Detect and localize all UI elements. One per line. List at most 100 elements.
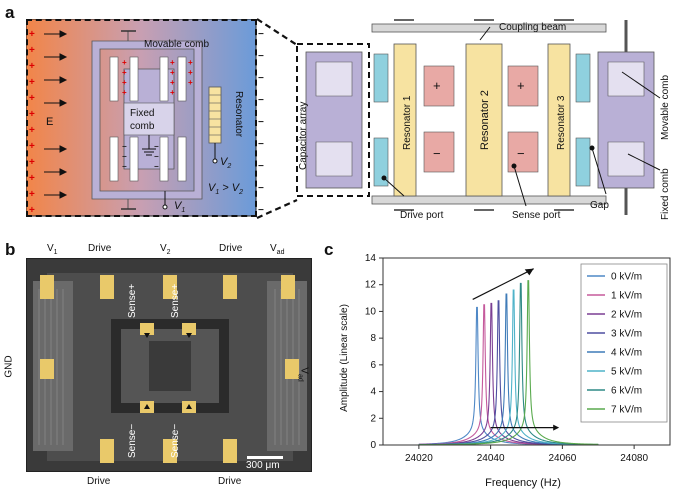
sense-port-minus-left <box>423 131 455 173</box>
sem-label-gnd: GND <box>3 355 15 378</box>
svg-text:+: + <box>29 93 35 104</box>
resonator-2-label: Resonator 2 <box>479 90 491 150</box>
svg-text:−: − <box>258 205 264 216</box>
sem-label-drive-tl: Drive <box>88 243 112 254</box>
y-tick-label: 4 <box>370 387 376 398</box>
fixed-comb-label-right: Fixed comb <box>660 168 671 220</box>
svg-text:−: − <box>433 146 441 161</box>
svg-text:−: − <box>258 51 264 62</box>
negative-charges: −−−− −−−−− <box>258 29 264 216</box>
legend-entry: 7 kV/m <box>611 405 642 416</box>
drive-port-top <box>373 53 389 103</box>
legend-entry: 3 kV/m <box>611 329 642 340</box>
svg-text:+: + <box>188 78 193 87</box>
series-line-5 <box>418 289 599 446</box>
field-label: E <box>46 116 53 128</box>
svg-text:+: + <box>29 157 35 168</box>
scale-bar <box>247 456 283 459</box>
sem-label-sense-plus-2: Sense+ <box>170 283 181 318</box>
svg-text:+: + <box>29 77 35 88</box>
svg-text:+: + <box>29 205 35 216</box>
panel-a-inset: ++++ ++++ ++++ −−−− −−−−− E Movable comb… <box>26 19 264 217</box>
bond-pads <box>40 275 299 463</box>
sense-port-plus-right <box>507 65 539 107</box>
resonator-1 <box>393 43 417 197</box>
x-axis-label: Frequency (Hz) <box>485 477 561 489</box>
resonator-label: Resonator <box>233 91 244 138</box>
svg-text:−: − <box>122 152 127 161</box>
svg-text:+: + <box>122 58 127 67</box>
svg-text:−: − <box>258 95 264 106</box>
sem-label-drive-tr: Drive <box>219 243 243 254</box>
capacitor-array-box <box>296 43 370 197</box>
svg-text:+: + <box>29 109 35 120</box>
svg-text:+: + <box>433 78 441 93</box>
svg-text:+: + <box>170 58 175 67</box>
panel-a-device: Capacitor array Coupling beam Resonator … <box>296 19 671 221</box>
svg-text:−: − <box>122 142 127 151</box>
zoom-connector <box>256 18 298 220</box>
svg-text:+: + <box>188 58 193 67</box>
sense-port-plus-left <box>423 65 455 107</box>
plot-frame <box>382 257 671 446</box>
series-line-6 <box>418 282 599 446</box>
svg-text:−: − <box>517 146 525 161</box>
peak-trend-arrowhead <box>524 268 534 276</box>
legend-entry: 2 kV/m <box>611 310 642 321</box>
peak-trend-arrow <box>472 268 534 300</box>
y-tick-label: 8 <box>370 333 376 344</box>
y-tick-label: 2 <box>370 413 376 424</box>
legend-box <box>580 263 668 423</box>
positive-charges: ++++ ++++ ++++ <box>29 29 35 216</box>
svg-text:+: + <box>122 68 127 77</box>
svg-text:−: − <box>258 183 264 194</box>
sense-port-label: Sense port <box>512 210 561 221</box>
svg-text:+: + <box>29 61 35 72</box>
svg-text:−: − <box>258 29 264 40</box>
fixed-comb-label-1: Fixed <box>130 108 154 119</box>
svg-text:V2: V2 <box>220 156 231 170</box>
svg-text:+: + <box>29 45 35 56</box>
svg-text:−: − <box>154 152 159 161</box>
svg-text:−: − <box>258 139 264 150</box>
svg-text:−: − <box>258 117 264 128</box>
legend-entry: 0 kV/m <box>611 272 642 283</box>
fixed-comb-label-2: comb <box>130 121 155 132</box>
inset-frame <box>26 19 257 217</box>
resonator-2 <box>465 43 503 197</box>
field-arrows <box>44 30 68 199</box>
x-tick-label: 24080 <box>620 453 648 464</box>
scale-bar-label: 300 μm <box>246 460 280 471</box>
x-tick-label: 24060 <box>548 453 576 464</box>
svg-text:+: + <box>517 78 525 93</box>
resonator-3-label: Resonator 3 <box>556 95 567 150</box>
y-tick-label: 12 <box>365 280 377 291</box>
movable-comb-frame <box>91 40 203 200</box>
series-line-7 <box>418 280 599 446</box>
svg-text:+: + <box>170 68 175 77</box>
fixed-comb-fingers <box>109 56 187 182</box>
legend-entry: 5 kV/m <box>611 367 642 378</box>
drive-port-bottom <box>373 137 389 187</box>
legend-entry: 1 kV/m <box>611 291 642 302</box>
panel-letter-b: b <box>5 240 16 259</box>
sem-label-drive-bl: Drive <box>87 476 111 487</box>
y-tick-label: 6 <box>370 360 376 371</box>
svg-text:+: + <box>29 29 35 40</box>
svg-text:−: − <box>154 162 159 171</box>
y-tick-label: 0 <box>370 440 376 451</box>
svg-text:+: + <box>29 173 35 184</box>
svg-text:−: − <box>122 162 127 171</box>
svg-text:+: + <box>29 189 35 200</box>
svg-text:V1: V1 <box>174 200 185 214</box>
sem-label-sense-plus-1: Sense+ <box>127 283 138 318</box>
y-axis-label: Amplitude (Linear scale) <box>339 304 350 412</box>
sem-micrograph <box>27 259 311 471</box>
panel-letter-c: c <box>324 240 334 259</box>
y-tick-label: 14 <box>365 253 377 264</box>
coupling-beam-label: Coupling beam <box>499 22 566 33</box>
sem-label-sense-minus-1: Sense− <box>127 423 138 458</box>
resonator-1-label: Resonator 1 <box>402 95 413 150</box>
svg-text:+: + <box>188 68 193 77</box>
